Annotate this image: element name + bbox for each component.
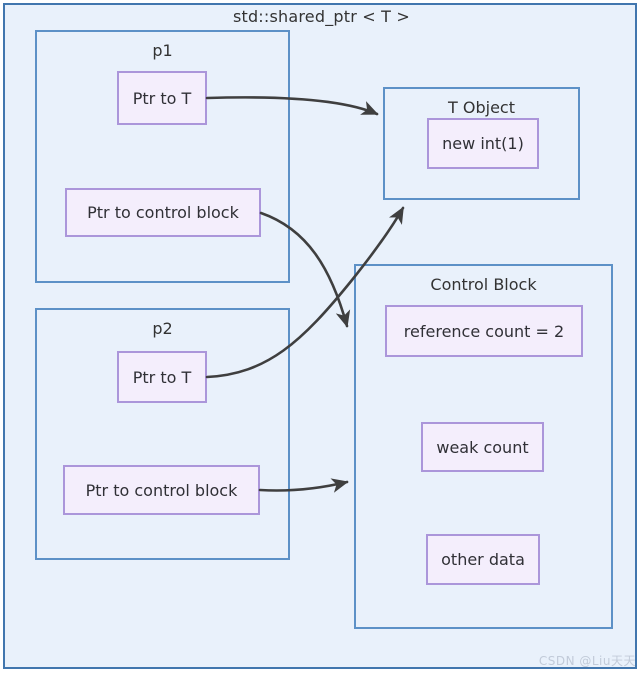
container-p1: p1: [35, 30, 290, 283]
container-control-block: Control Block: [354, 264, 613, 629]
container-t-object-label: T Object: [448, 98, 515, 117]
container-p1-label: p1: [152, 41, 173, 60]
node-p2-ptr-to-t: Ptr to T: [117, 351, 207, 403]
container-p2-label: p2: [152, 319, 173, 338]
node-p1-ptr-to-t: Ptr to T: [117, 71, 207, 125]
container-t-object: T Object: [383, 87, 580, 200]
node-new-int: new int(1): [427, 118, 539, 169]
node-reference-count: reference count = 2: [385, 305, 583, 357]
node-other-data: other data: [426, 534, 540, 585]
node-p1-ptr-to-control-block: Ptr to control block: [65, 188, 261, 237]
diagram-title: std::shared_ptr < T >: [232, 7, 411, 26]
node-weak-count: weak count: [421, 422, 544, 472]
watermark: CSDN @Liu天天: [538, 654, 636, 668]
container-control-block-label: Control Block: [430, 275, 537, 294]
node-p2-ptr-to-control-block: Ptr to control block: [63, 465, 260, 515]
container-p2: p2: [35, 308, 290, 560]
